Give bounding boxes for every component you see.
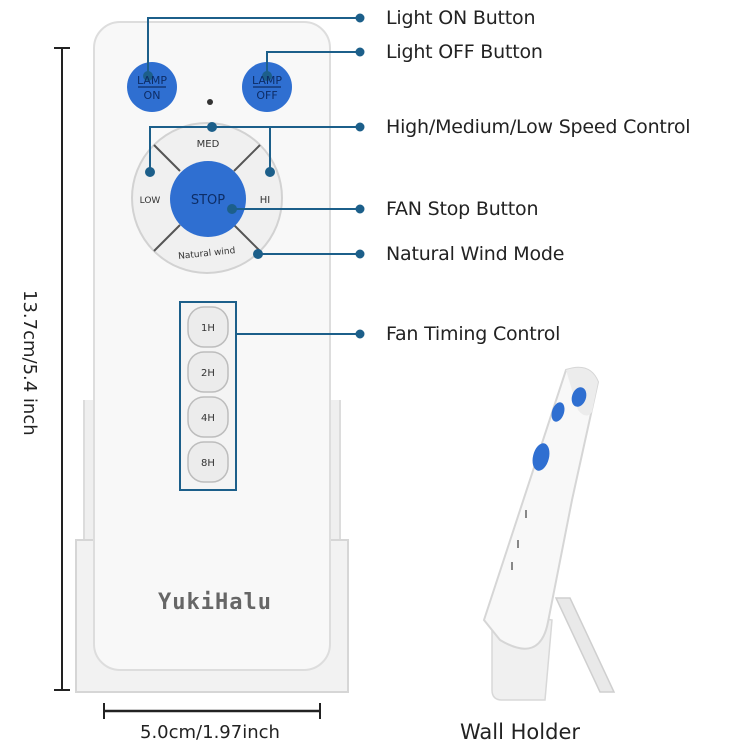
label-fan-stop: FAN Stop Button <box>386 198 539 220</box>
low-text: LOW <box>140 196 161 206</box>
callout-lines <box>143 13 365 339</box>
lamp-on-button[interactable] <box>127 62 177 112</box>
timer-4h-text: 4H <box>201 413 215 424</box>
label-light-off: Light OFF Button <box>386 41 543 63</box>
remote-button-texts: LAMP ON LAMP OFF MED LOW HI STOP Natural… <box>137 74 282 469</box>
stop-button[interactable] <box>170 161 246 237</box>
timer-buttons[interactable] <box>187 306 229 483</box>
timer-8h-text: 8H <box>201 458 215 469</box>
height-dimension-text: 13.7cm/5.4 inch <box>19 290 40 436</box>
label-natural-wind: Natural Wind Mode <box>386 243 565 265</box>
wall-holder-caption: Wall Holder <box>460 720 580 744</box>
width-dimension-text: 5.0cm/1.97inch <box>140 722 280 743</box>
lamp-off-top-text: LAMP <box>252 74 282 87</box>
hi-text: HI <box>260 195 270 206</box>
brand-name: YukiHalu <box>158 590 272 615</box>
stop-text: STOP <box>191 193 225 208</box>
lamp-on-bottom-text: ON <box>144 89 161 102</box>
lamp-on-top-text: LAMP <box>137 74 167 87</box>
label-timing: Fan Timing Control <box>386 323 561 345</box>
label-light-on: Light ON Button <box>386 7 536 29</box>
indicator-led <box>207 99 213 105</box>
wall-holder-illustration <box>482 366 616 701</box>
med-text: MED <box>197 139 220 150</box>
lamp-off-bottom-text: OFF <box>256 89 277 102</box>
width-dimension-line <box>103 703 321 719</box>
lamp-off-button[interactable] <box>242 62 292 112</box>
height-dimension-line <box>54 47 70 691</box>
timer-panel <box>179 301 237 491</box>
timer-1h-text: 1H <box>201 323 215 334</box>
label-speed-control: High/Medium/Low Speed Control <box>386 116 691 138</box>
timer-2h-text: 2H <box>201 368 215 379</box>
